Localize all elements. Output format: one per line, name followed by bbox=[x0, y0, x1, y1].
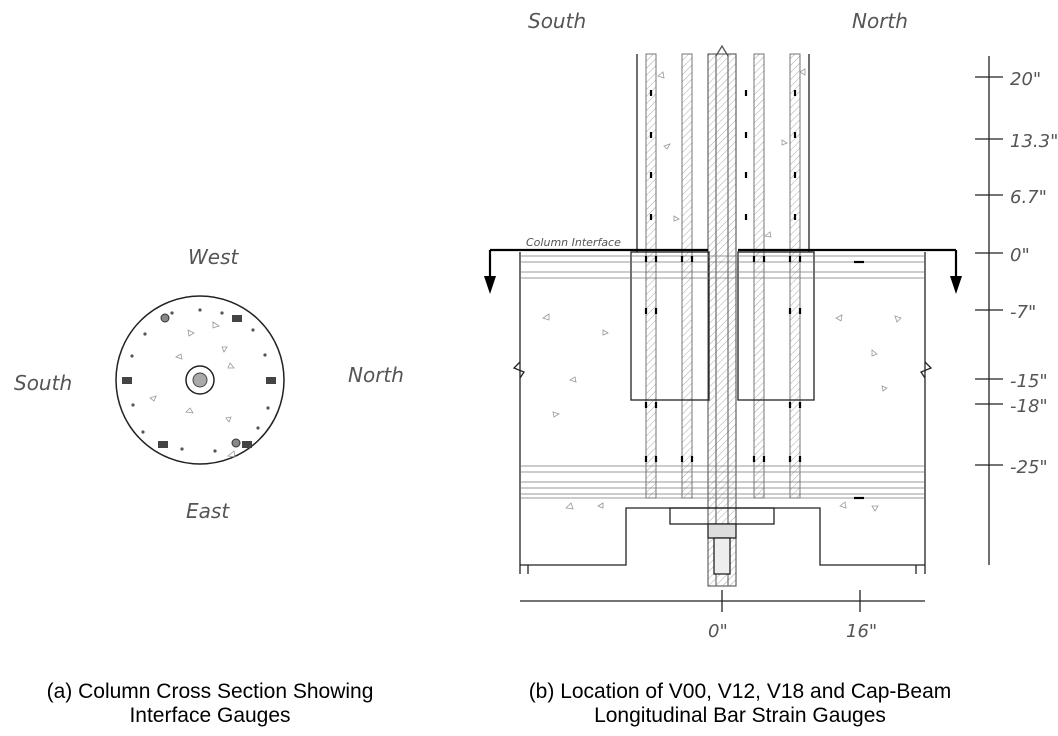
interface-gauges bbox=[122, 313, 276, 448]
label-south-b: South bbox=[528, 9, 586, 33]
caption-a-line1: (a) Column Cross Section Showing bbox=[46, 680, 374, 703]
label-west: West bbox=[188, 245, 240, 269]
label-south-a: South bbox=[14, 371, 72, 395]
tick-label-neg18: -18" bbox=[1010, 396, 1048, 417]
cap-beam-elevation bbox=[484, 44, 1003, 612]
tick-label-20: 20" bbox=[1010, 69, 1041, 90]
tick-label-neg25: -25" bbox=[1010, 457, 1048, 478]
tick-label-h0: 0" bbox=[708, 621, 728, 642]
tick-label-neg7: -7" bbox=[1010, 302, 1036, 323]
label-east: East bbox=[186, 499, 230, 523]
label-north-b: North bbox=[852, 9, 908, 33]
caption-a: (a) Column Cross Section Showing Interfa… bbox=[0, 680, 420, 728]
caption-a-line2: Interface Gauges bbox=[129, 704, 291, 727]
column-interface-label: Column Interface bbox=[526, 236, 621, 249]
panel-b-labels: South North Column Interface 20" 13.3" 6… bbox=[526, 9, 1058, 642]
tick-label-13-3: 13.3" bbox=[1010, 131, 1058, 152]
label-north-a: North bbox=[348, 363, 404, 387]
tick-label-neg15: -15" bbox=[1010, 371, 1048, 392]
caption-b: (b) Location of V00, V12, V18 and Cap-Be… bbox=[460, 680, 1020, 728]
caption-b-line1: (b) Location of V00, V12, V18 and Cap-Be… bbox=[528, 680, 952, 703]
tick-label-6-7: 6.7" bbox=[1010, 187, 1047, 208]
tick-label-h16: 16" bbox=[846, 621, 877, 642]
column-cross-section: West East South North bbox=[14, 245, 404, 523]
caption-b-line2: Longitudinal Bar Strain Gauges bbox=[594, 704, 886, 727]
tick-label-0: 0" bbox=[1010, 245, 1030, 266]
